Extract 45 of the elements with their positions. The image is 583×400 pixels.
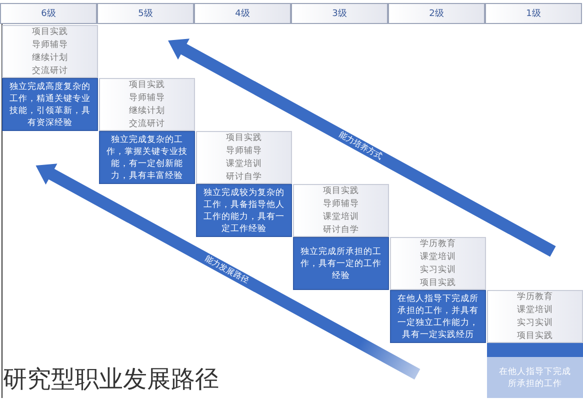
training-methods-cell <box>99 78 195 131</box>
method-item: 导师辅导 <box>32 38 68 52</box>
arrow-label: 能力培养方式 <box>322 121 398 170</box>
level-header: 5级 <box>97 3 194 24</box>
method-item: 实习实训 <box>517 316 553 330</box>
training-methods-cell <box>2 25 98 78</box>
method-item: 项目实践 <box>420 276 456 290</box>
level-header: 6级 <box>0 3 97 24</box>
method-item: 课堂培训 <box>323 210 359 224</box>
method-item: 课堂培训 <box>226 158 262 170</box>
method-item: 交流研讨 <box>32 64 68 78</box>
diagram-title: 研究型职业发展路径 <box>3 364 220 394</box>
ability-description-cell: 独立完成复杂的工作，掌握关键专业技能，有一定创新能力，具有丰富经验 <box>99 131 195 184</box>
training-methods-cell <box>390 237 486 290</box>
method-item: 项目实践 <box>32 26 68 38</box>
training-methods-cell <box>196 131 292 184</box>
ability-description-cell: 独立完成所承担的工作，具有一定的工作经验 <box>293 237 389 290</box>
method-item: 学历教育 <box>517 290 553 304</box>
ability-description-cell: 独立完成高度复杂的工作，精通关键专业技能，引领革新，具有资深经验 <box>2 78 98 131</box>
arrow-label: 能力发展路径 <box>189 245 265 294</box>
ability-description-cell: 在他人指导下完成所承担的工作，并具有一定独立工作能力，具有一定实践经历 <box>390 290 486 343</box>
training-methods-cell <box>293 184 389 237</box>
method-item: 项目实践 <box>129 78 165 92</box>
method-item: 实习实训 <box>420 264 456 276</box>
method-item: 课堂培训 <box>420 250 456 264</box>
method-item: 导师辅导 <box>129 92 165 104</box>
method-item: 学历教育 <box>420 238 456 250</box>
level-header: 4级 <box>194 3 291 24</box>
ability-description-cell: 在他人指导下完成所承担的工作 <box>487 343 583 398</box>
method-item: 项目实践 <box>323 184 359 198</box>
method-item: 课堂培训 <box>517 304 553 316</box>
level-header: 2级 <box>388 3 485 24</box>
method-item: 继续计划 <box>32 52 68 64</box>
ability-description-cell: 独立完成较为复杂的工作，具备指导他人工作的能力，具有一定工作经验 <box>196 184 292 237</box>
level-header: 3级 <box>291 3 388 24</box>
method-item: 项目实践 <box>517 330 553 342</box>
method-item: 交流研讨 <box>129 118 165 130</box>
method-item: 导师辅导 <box>226 144 262 158</box>
training-methods-cell <box>487 290 583 343</box>
method-item: 研讨自学 <box>226 170 262 184</box>
method-item: 继续计划 <box>129 104 165 118</box>
method-item: 研讨自学 <box>323 224 359 236</box>
level-header: 1级 <box>485 3 582 24</box>
method-item: 导师辅导 <box>323 198 359 210</box>
method-item: 项目实践 <box>226 132 262 144</box>
